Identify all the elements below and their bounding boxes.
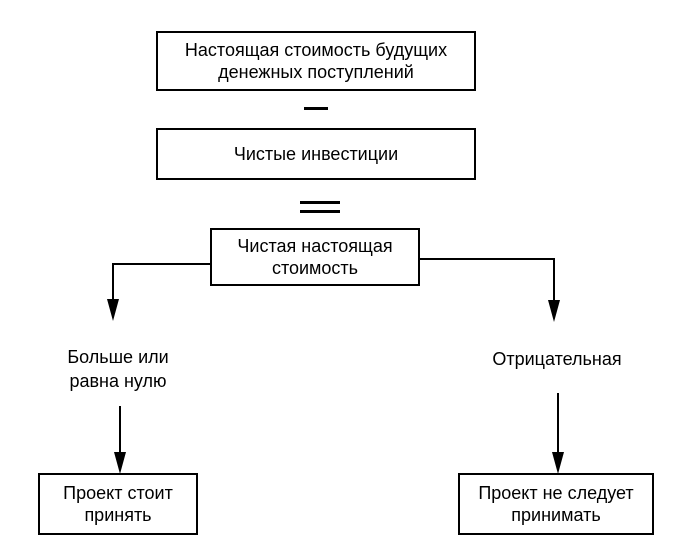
left-down-arrowhead <box>114 452 126 474</box>
right-arrowhead <box>548 300 560 322</box>
present-value-box: Настоящая стоимость будущих денежных пос… <box>156 31 476 91</box>
right-connector-vertical <box>553 258 555 303</box>
equals-top-line <box>300 201 340 204</box>
npv-box: Чистая настоящая стоимость <box>210 228 420 286</box>
left-connector-vertical <box>112 263 114 303</box>
net-investment-box: Чистые инвестиции <box>156 128 476 180</box>
reject-project-box: Проект не следует принимать <box>458 473 654 535</box>
right-connector-horizontal <box>419 258 555 260</box>
npv-text: Чистая настоящая стоимость <box>237 236 393 278</box>
right-down-connector <box>557 393 559 456</box>
reject-project-text: Проект не следует принимать <box>478 483 634 525</box>
minus-sign <box>304 107 328 110</box>
present-value-text: Настоящая стоимость будущих денежных пос… <box>184 40 448 82</box>
left-connector-horizontal <box>112 263 211 265</box>
accept-project-box: Проект стоит принять <box>38 473 198 535</box>
accept-project-text: Проект стоит принять <box>63 483 173 525</box>
left-branch-label: Больше или равна нулю <box>67 347 169 391</box>
equals-bottom-line <box>300 210 340 213</box>
right-branch-label: Отрицательная <box>492 349 622 369</box>
net-investment-text: Чистые инвестиции <box>233 144 399 164</box>
left-down-connector <box>119 406 121 456</box>
right-down-arrowhead <box>552 452 564 474</box>
left-arrowhead <box>107 299 119 321</box>
